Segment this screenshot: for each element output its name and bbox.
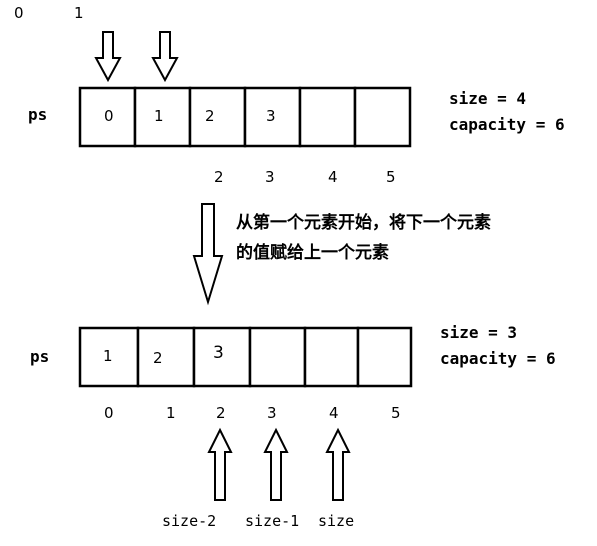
bottom-up-arrow-size-icon bbox=[325, 427, 351, 501]
top-cell bbox=[133, 86, 192, 148]
bottom-array bbox=[78, 326, 413, 388]
top-capacity-text: capacity = 6 bbox=[449, 115, 565, 134]
bottom-cell-value-1: 2 bbox=[153, 349, 163, 367]
bottom-cell bbox=[192, 326, 252, 388]
top-down-arrow-0-icon bbox=[94, 31, 122, 83]
top-index-label-5: 5 bbox=[386, 168, 396, 186]
bottom-cell bbox=[136, 326, 196, 388]
bottom-cell-value-0: 1 bbox=[103, 347, 113, 365]
bottom-index-label-4: 4 bbox=[329, 404, 339, 422]
bottom-up-arrow-size-1-icon bbox=[263, 427, 289, 501]
bottom-pointer-label-size: size bbox=[318, 512, 354, 530]
bottom-cell bbox=[248, 326, 307, 388]
top-cell-value-3: 3 bbox=[266, 107, 276, 125]
caption-line-1: 从第一个元素开始，将下一个元素 bbox=[236, 212, 491, 233]
bottom-index-label-2: 2 bbox=[216, 404, 226, 422]
bottom-pointer-label-size-1: size-1 bbox=[245, 512, 299, 530]
bottom-capacity-text: capacity = 6 bbox=[440, 349, 556, 368]
bottom-cell bbox=[303, 326, 360, 388]
top-cell bbox=[353, 86, 412, 148]
top-cell-value-2: 2 bbox=[205, 107, 215, 125]
caption-line-2: 的值赋给上一个元素 bbox=[236, 242, 389, 263]
top-index-label-3: 3 bbox=[265, 168, 275, 186]
bottom-size-text: size = 3 bbox=[440, 323, 517, 342]
bottom-up-arrow-size-2-icon bbox=[207, 427, 233, 501]
top-size-text: size = 4 bbox=[449, 89, 526, 108]
bottom-index-label-5: 5 bbox=[391, 404, 401, 422]
transition-down-arrow-icon bbox=[192, 203, 224, 306]
top-cell bbox=[298, 86, 357, 148]
bottom-index-label-1: 1 bbox=[166, 404, 176, 422]
top-down-arrow-1-icon bbox=[151, 31, 179, 83]
top-cell bbox=[188, 86, 247, 148]
bottom-array-name: ps bbox=[30, 347, 49, 366]
top-index-label-2: 2 bbox=[214, 168, 224, 186]
top-pointer-label-0: 0 bbox=[14, 4, 24, 22]
top-cell-value-1: 1 bbox=[154, 107, 164, 125]
bottom-cell bbox=[356, 326, 413, 388]
top-array-name: ps bbox=[28, 105, 47, 124]
top-pointer-label-1: 1 bbox=[74, 4, 84, 22]
bottom-cell-value-2: 3 bbox=[213, 343, 224, 363]
bottom-index-label-0: 0 bbox=[104, 404, 114, 422]
top-array bbox=[78, 86, 412, 148]
bottom-index-label-3: 3 bbox=[267, 404, 277, 422]
top-cell bbox=[243, 86, 302, 148]
bottom-pointer-label-size-2: size-2 bbox=[162, 512, 216, 530]
top-cell-value-0: 0 bbox=[104, 107, 114, 125]
top-index-label-4: 4 bbox=[328, 168, 338, 186]
top-cell bbox=[78, 86, 137, 148]
